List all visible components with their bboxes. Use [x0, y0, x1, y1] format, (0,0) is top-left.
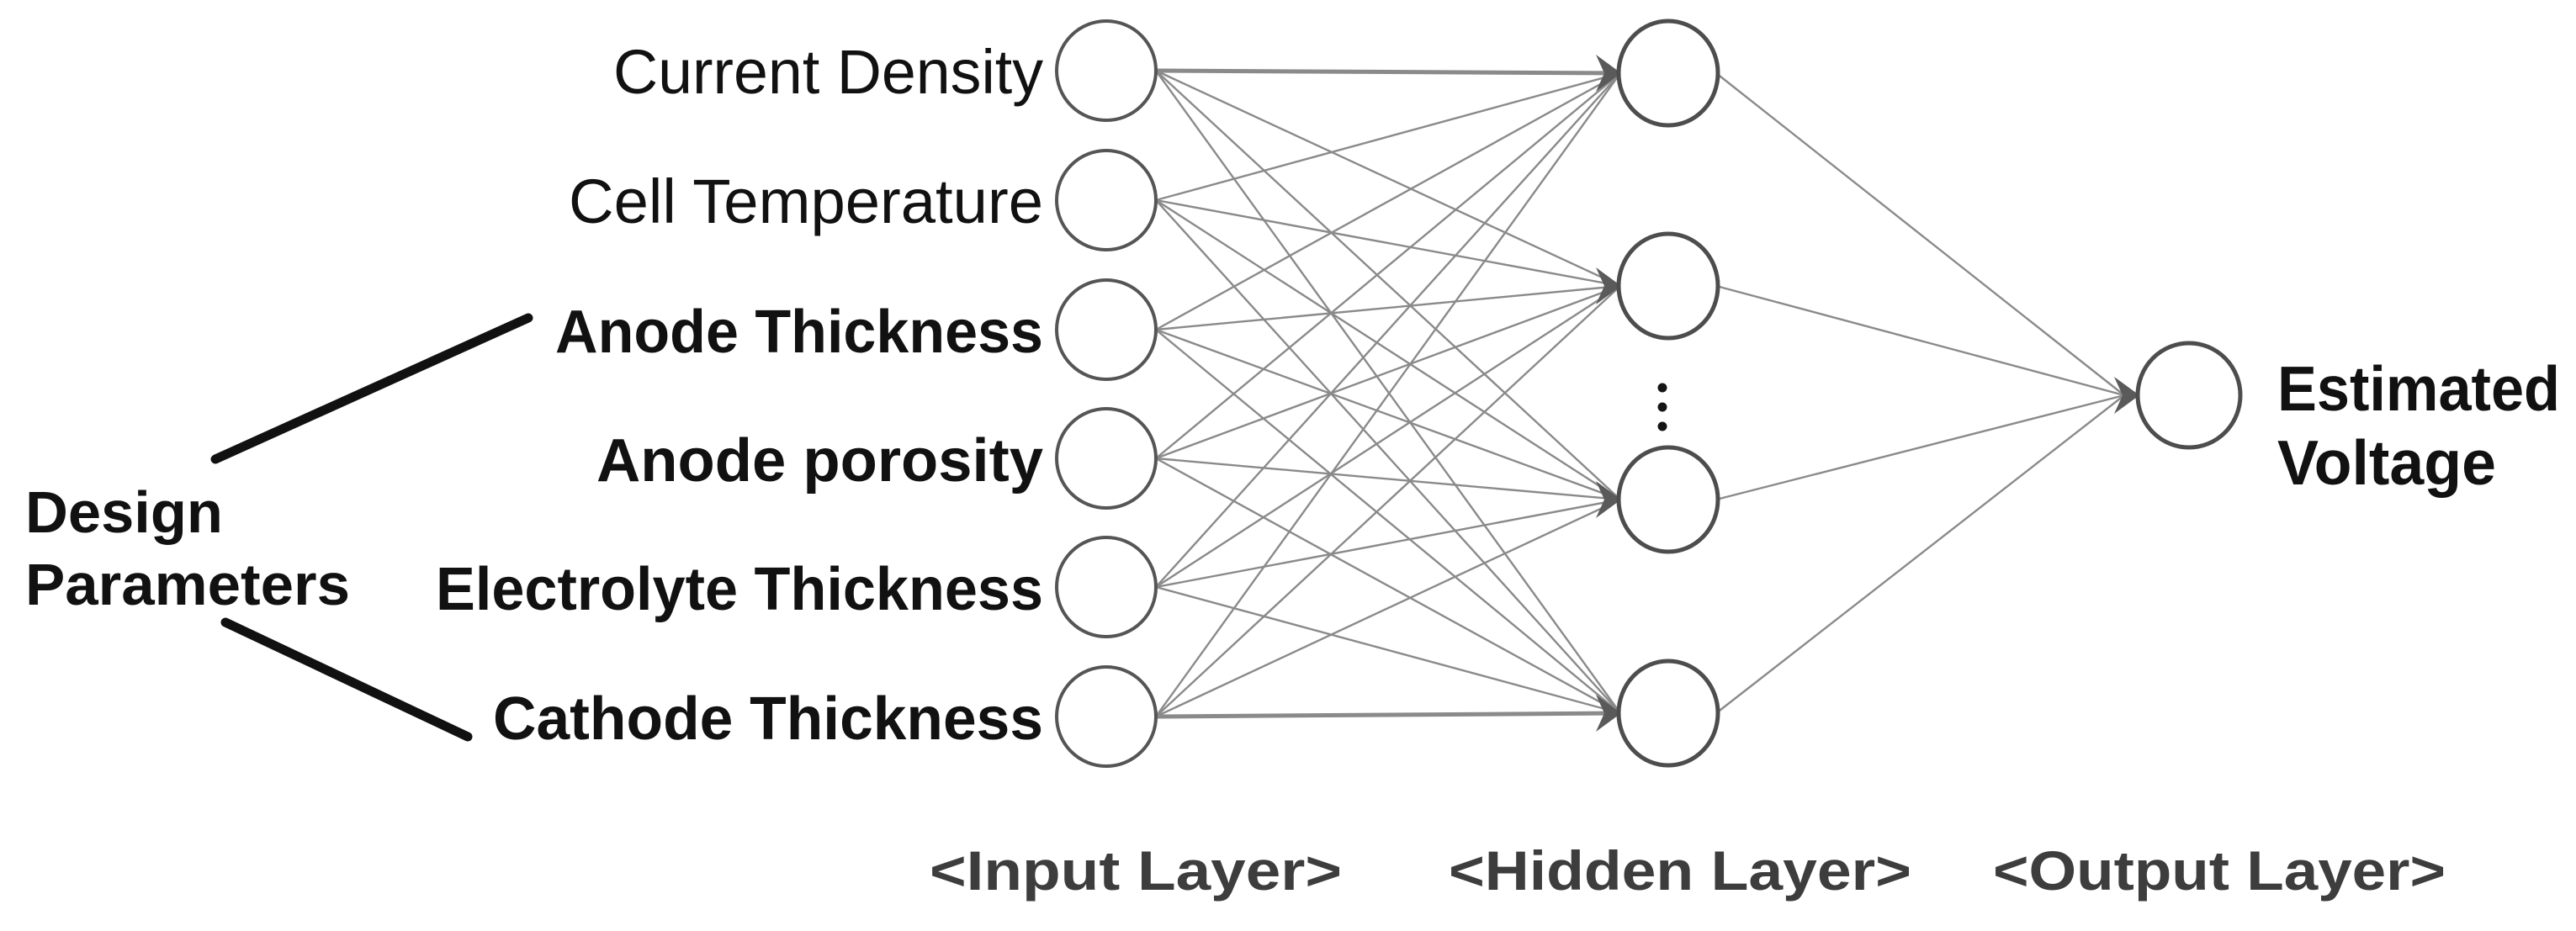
connection-hidden2-output: [1715, 284, 2125, 397]
arrowhead-into-hidden1: [1596, 55, 1621, 92]
caption-hidden-layer: <Hidden Layer>: [1449, 839, 1911, 902]
connection-input5-hidden3: [1155, 498, 1621, 589]
connection-input1-hidden3: [1155, 70, 1621, 500]
connection-input6-hidden2: [1155, 285, 1621, 717]
design-parameters-label-line2: Parameters: [25, 552, 350, 617]
input-node-3: [1055, 278, 1158, 381]
output-node: [2135, 341, 2243, 450]
connection-input2-hidden1: [1155, 71, 1621, 202]
connection-input5-hidden4: [1155, 585, 1621, 715]
pointer-line-to-anode-thickness: [210, 313, 533, 464]
input-node-6: [1055, 665, 1158, 768]
connection-input3-hidden3: [1155, 328, 1621, 501]
input-label-anode-porosity: Anode porosity: [596, 427, 1043, 495]
connection-input1-hidden1: [1155, 68, 1621, 76]
hidden-node-4: [1616, 659, 1720, 768]
labels-layer: Design Parameters Current Density Cell T…: [25, 37, 2560, 902]
connection-input6-hidden3: [1155, 498, 1621, 718]
connections-layer: [1155, 68, 2125, 719]
hidden-layer-ellipsis: [1657, 383, 1667, 431]
arrowhead-into-hidden3: [1596, 481, 1621, 518]
connection-hidden4-output: [1715, 394, 2125, 714]
design-parameters-label-line1: Design: [25, 479, 223, 545]
connection-input3-hidden1: [1155, 71, 1621, 331]
output-label-line1: Estimated: [2277, 353, 2560, 424]
caption-output-layer: <Output Layer>: [1993, 839, 2446, 902]
connection-input2-hidden2: [1155, 198, 1621, 288]
output-label-line2: Voltage: [2277, 427, 2496, 498]
input-label-cathode-thickness: Cathode Thickness: [493, 685, 1043, 753]
input-label-electrolyte-thickness: Electrolyte Thickness: [436, 556, 1043, 623]
caption-input-layer: <Input Layer>: [930, 839, 1342, 902]
arrowhead-into-output: [2114, 377, 2139, 414]
pointer-line-to-cathode-thickness: [220, 617, 473, 742]
input-node-1: [1055, 19, 1158, 122]
connection-input5-hidden1: [1155, 72, 1621, 588]
connection-input1-hidden4: [1155, 70, 1621, 714]
connection-input2-hidden3: [1155, 198, 1621, 501]
nodes-layer: [1055, 19, 2243, 768]
connection-hidden1-output: [1715, 72, 2125, 396]
input-label-cell-temperature: Cell Temperature: [569, 167, 1043, 236]
arrowhead-into-hidden4: [1596, 695, 1621, 732]
hidden-layer-ellipsis-dot-3: [1657, 421, 1667, 431]
input-node-2: [1055, 149, 1158, 251]
arrowheads-layer: [1596, 55, 2139, 732]
design-parameter-pointers: [210, 313, 533, 742]
connection-input3-hidden2: [1155, 284, 1621, 331]
hidden-layer-ellipsis-dot-1: [1657, 383, 1667, 393]
connection-hidden3-output: [1715, 394, 2125, 501]
input-node-4: [1055, 407, 1158, 510]
connection-input4-hidden1: [1155, 72, 1621, 459]
connection-input6-hidden4: [1155, 711, 1621, 719]
connection-input4-hidden4: [1155, 457, 1621, 715]
connection-input2-hidden4: [1155, 199, 1621, 714]
hidden-node-1: [1616, 19, 1720, 128]
connection-input4-hidden2: [1155, 284, 1621, 460]
hidden-node-3: [1616, 445, 1720, 554]
hidden-layer-ellipsis-dot-2: [1657, 402, 1667, 412]
input-label-current-density: Current Density: [613, 37, 1043, 107]
connection-input6-hidden1: [1155, 72, 1621, 717]
connection-input4-hidden3: [1155, 457, 1621, 501]
input-node-5: [1055, 536, 1158, 638]
arrowhead-into-hidden2: [1596, 267, 1621, 304]
connection-input3-hidden4: [1155, 329, 1621, 714]
connection-input5-hidden2: [1155, 284, 1621, 589]
connection-input1-hidden2: [1155, 69, 1621, 288]
input-label-anode-thickness: Anode Thickness: [555, 299, 1043, 366]
hidden-node-2: [1616, 231, 1720, 341]
